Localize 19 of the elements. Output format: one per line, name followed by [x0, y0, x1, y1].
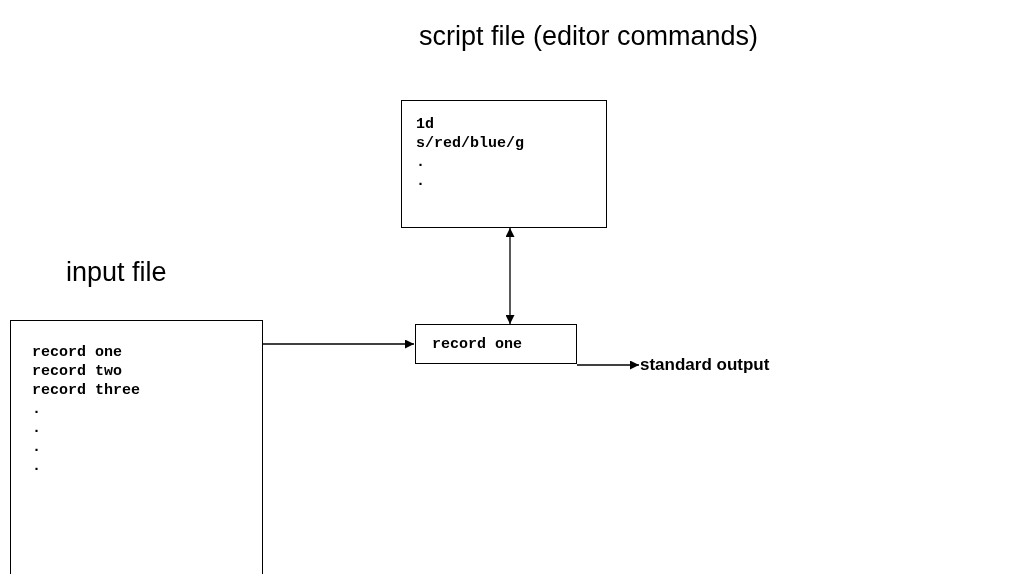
- file-box: [415, 324, 577, 364]
- record-text: .: [32, 400, 41, 419]
- record-text: record one: [32, 343, 122, 362]
- record-text: .: [32, 438, 41, 457]
- record-text: .: [32, 457, 41, 476]
- arrow: [262, 339, 415, 349]
- record-text: s/red/blue/g: [416, 134, 525, 153]
- record-text: record three: [32, 381, 141, 400]
- record-text: .: [416, 153, 425, 172]
- file-title: input file: [66, 257, 167, 288]
- record-text: record one: [432, 335, 522, 354]
- record-text: 1d: [416, 115, 434, 134]
- record-text: record two: [32, 362, 122, 381]
- record-text: .: [32, 419, 41, 438]
- file-title: script file (editor commands): [419, 21, 759, 52]
- arrow: [505, 227, 515, 325]
- arrow: [576, 360, 640, 370]
- output-label: standard output: [640, 355, 770, 375]
- record-text: .: [416, 172, 425, 191]
